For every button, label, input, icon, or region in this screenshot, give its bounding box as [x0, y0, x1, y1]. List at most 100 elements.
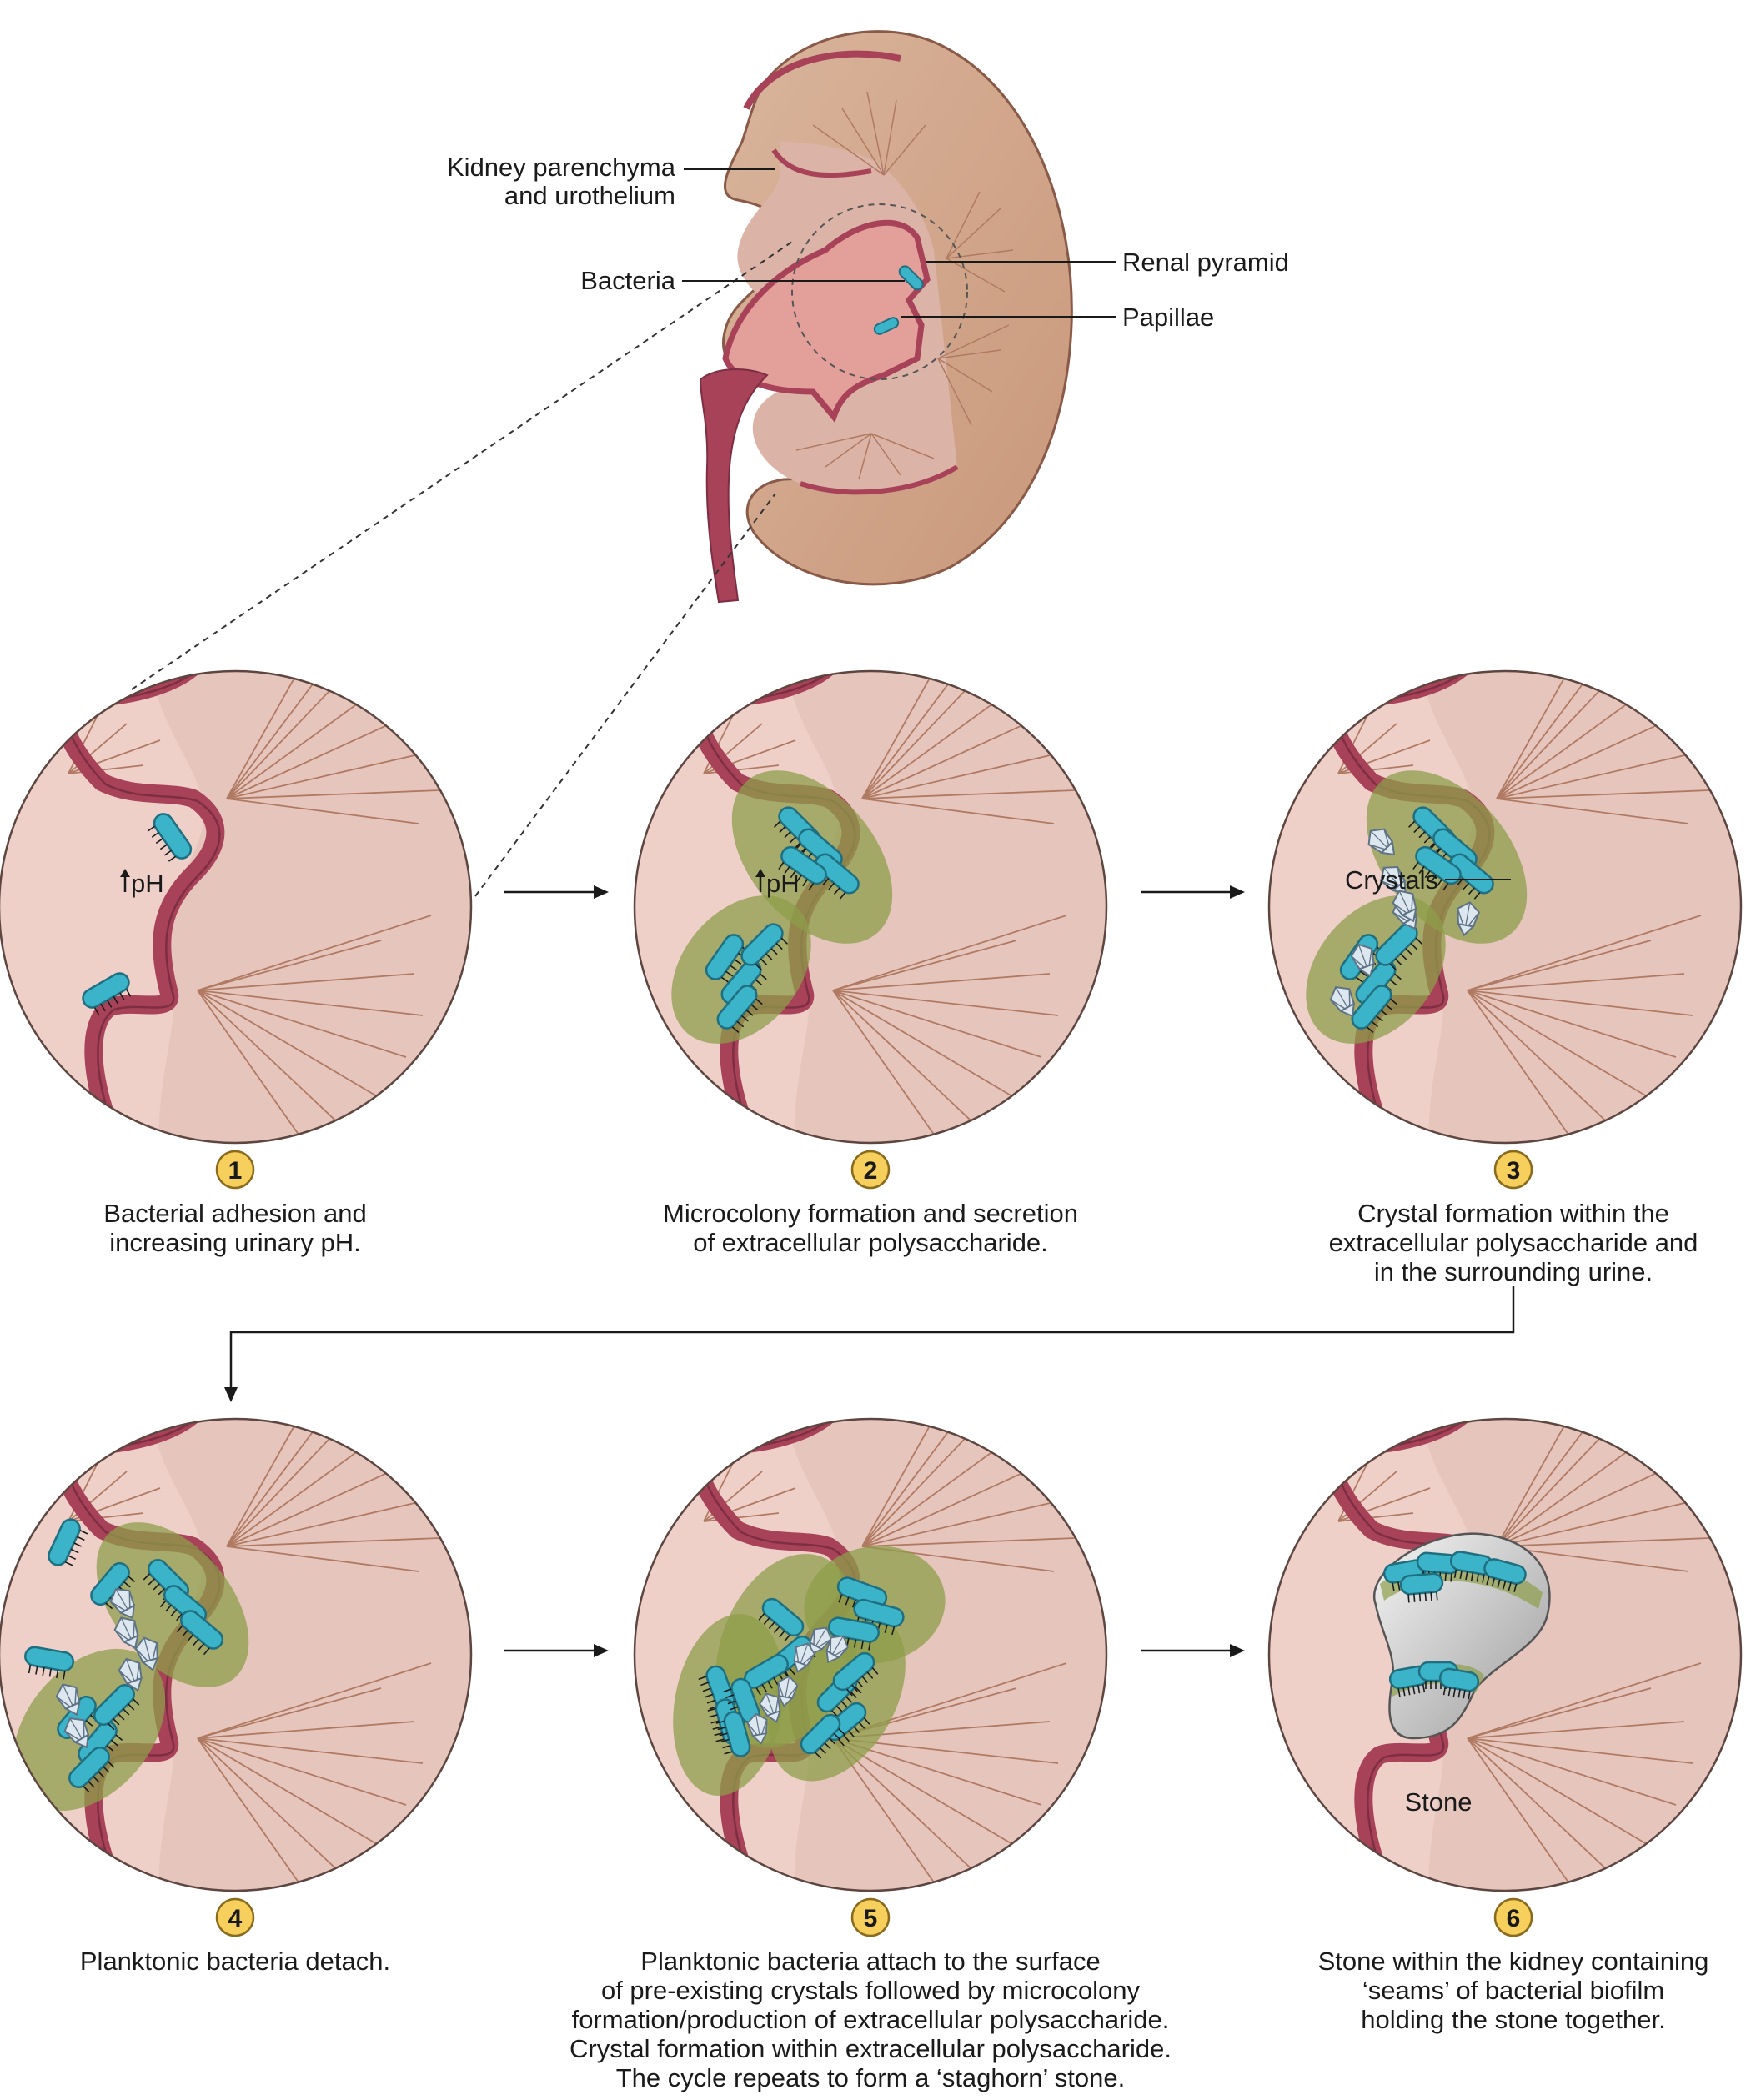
bacterium-icon [1375, 923, 1422, 970]
bacterium-icon [147, 813, 193, 862]
bacterium-icon [778, 845, 827, 891]
label-parenchyma-2: and urothelium [504, 181, 675, 210]
label-parenchyma: Kidney parenchyma [447, 153, 676, 182]
renal-pyramid-tissue [150, 671, 471, 1143]
step-badge-3: 3 [1493, 1150, 1533, 1190]
step-number: 4 [228, 1905, 243, 1932]
right-arrow-icon [504, 1644, 609, 1657]
renal-pyramid-tissue [1420, 671, 1741, 1143]
crystal-icon [1380, 866, 1407, 895]
flow-arrows [224, 885, 1515, 1657]
bacterium-icon [715, 1711, 751, 1757]
ph-text: pH [766, 869, 800, 898]
caption-line: Planktonic bacteria detach. [80, 1947, 390, 1976]
bacterium-icon [24, 1646, 74, 1680]
bacterium-icon [873, 317, 900, 335]
inset-step-5 [633, 1417, 1108, 1892]
crystal-icon [118, 1657, 143, 1692]
bacterium-icon [744, 1654, 790, 1696]
crystal-icon [63, 1717, 90, 1749]
bacterium-icon [176, 1610, 224, 1656]
caption-line: Microcolony formation and secretion [663, 1199, 1078, 1228]
crystal-icon [113, 1616, 139, 1650]
crystal-icon [1392, 890, 1417, 923]
caption-line: in the surrounding urine. [1374, 1257, 1653, 1286]
urothelium-rim [743, 50, 901, 110]
bacterium-icon [1412, 845, 1462, 891]
caption-line: formation/production of extracellular po… [572, 2005, 1170, 2034]
step-badge-5: 5 [850, 1897, 891, 1937]
caption-line: The cycle repeats to form a ‘staghorn’ s… [616, 2063, 1126, 2092]
caption-line: Crystal formation within the [1357, 1199, 1669, 1228]
renal-pyramid-tissue [150, 1419, 471, 1891]
step-number: 1 [228, 1157, 243, 1185]
bacterium-icon [68, 1747, 115, 1793]
step-caption-6: Stone within the kidney containing‘seams… [1318, 1947, 1709, 2034]
magnified-region [791, 203, 968, 380]
crystal-icon [825, 1635, 849, 1664]
right-arrow-icon [1141, 1644, 1245, 1657]
bacterium-icon [90, 1561, 136, 1610]
bacterium-icon [48, 1518, 88, 1566]
caption-line: extracellular polysaccharide and [1329, 1228, 1698, 1257]
pyramid-rays [795, 91, 1014, 480]
bacterium-icon [716, 985, 763, 1033]
crystal-icon [1367, 828, 1396, 856]
bacterium-icon [758, 1597, 805, 1642]
step-number: 3 [1507, 1157, 1521, 1185]
right-arrow-icon [1141, 885, 1245, 899]
loop-arrow-icon [224, 1286, 1515, 1402]
inset-step-1 [0, 669, 473, 1145]
ph-label: pH [120, 869, 164, 898]
bacterium-icon [93, 1684, 140, 1731]
bacterium-icon [1449, 1551, 1494, 1583]
crystal-icon [1329, 986, 1356, 1018]
bacterium-icon [832, 1651, 879, 1697]
crystal-icon [1457, 901, 1481, 937]
caption-line: increasing urinary pH. [109, 1228, 361, 1257]
label-renal-pyramid: Renal pyramid [1122, 248, 1289, 277]
kidney-labels: Kidney parenchyma and urothelium Bacteri… [447, 153, 1289, 332]
arrow-up-icon [120, 869, 130, 892]
step-number: 2 [864, 1157, 878, 1185]
label-papillae: Papillae [1122, 303, 1214, 332]
inset-step-4 [0, 1417, 473, 1892]
caption-line: of pre-existing crystals followed by mic… [601, 1976, 1141, 2005]
step-number: 5 [864, 1905, 878, 1932]
bacterium-icon [1399, 1572, 1444, 1603]
bacterium-icon [853, 1598, 905, 1636]
renal-pelvis [722, 219, 931, 424]
caption-line: Bacterial adhesion and [103, 1199, 366, 1228]
arrow-up-icon [755, 869, 765, 892]
step-number: 6 [1507, 1905, 1521, 1932]
crystal-icon [109, 1588, 136, 1620]
step-badge-4: 4 [215, 1897, 255, 1937]
crystal-icon [746, 1712, 768, 1745]
step-caption-4: Planktonic bacteria detach. [80, 1947, 390, 1976]
crystal-icon [1350, 943, 1376, 978]
bacterium-icon [82, 972, 132, 1015]
bacterium-icon [1483, 1558, 1527, 1592]
label-bacteria: Bacteria [580, 266, 675, 295]
renal-pyramid-tissue [785, 1419, 1106, 1891]
label-crystals: Crystals [1345, 865, 1438, 895]
zoom-lines [131, 241, 793, 897]
step-badge-2: 2 [850, 1150, 891, 1190]
caption-line: ‘seams’ of bacterial biofilm [1362, 1976, 1664, 2005]
right-arrow-icon [504, 885, 609, 899]
bacterium-icon [800, 1713, 845, 1759]
step-caption-5: Planktonic bacteria attach to the surfac… [569, 1947, 1172, 2092]
step-badge-1: 1 [215, 1150, 255, 1190]
kidney-illustration [699, 30, 1073, 604]
bacterium-icon [1438, 1667, 1480, 1700]
ph-label: pH [755, 869, 800, 898]
crystal-icon [777, 1675, 799, 1707]
inset-step-3 [1267, 669, 1743, 1145]
crystal-icon [793, 1642, 815, 1673]
caption-line: Crystal formation within extracellular p… [569, 2034, 1172, 2063]
crystal-icon [809, 1626, 832, 1656]
renal-pyramid-tissue [785, 671, 1106, 1143]
